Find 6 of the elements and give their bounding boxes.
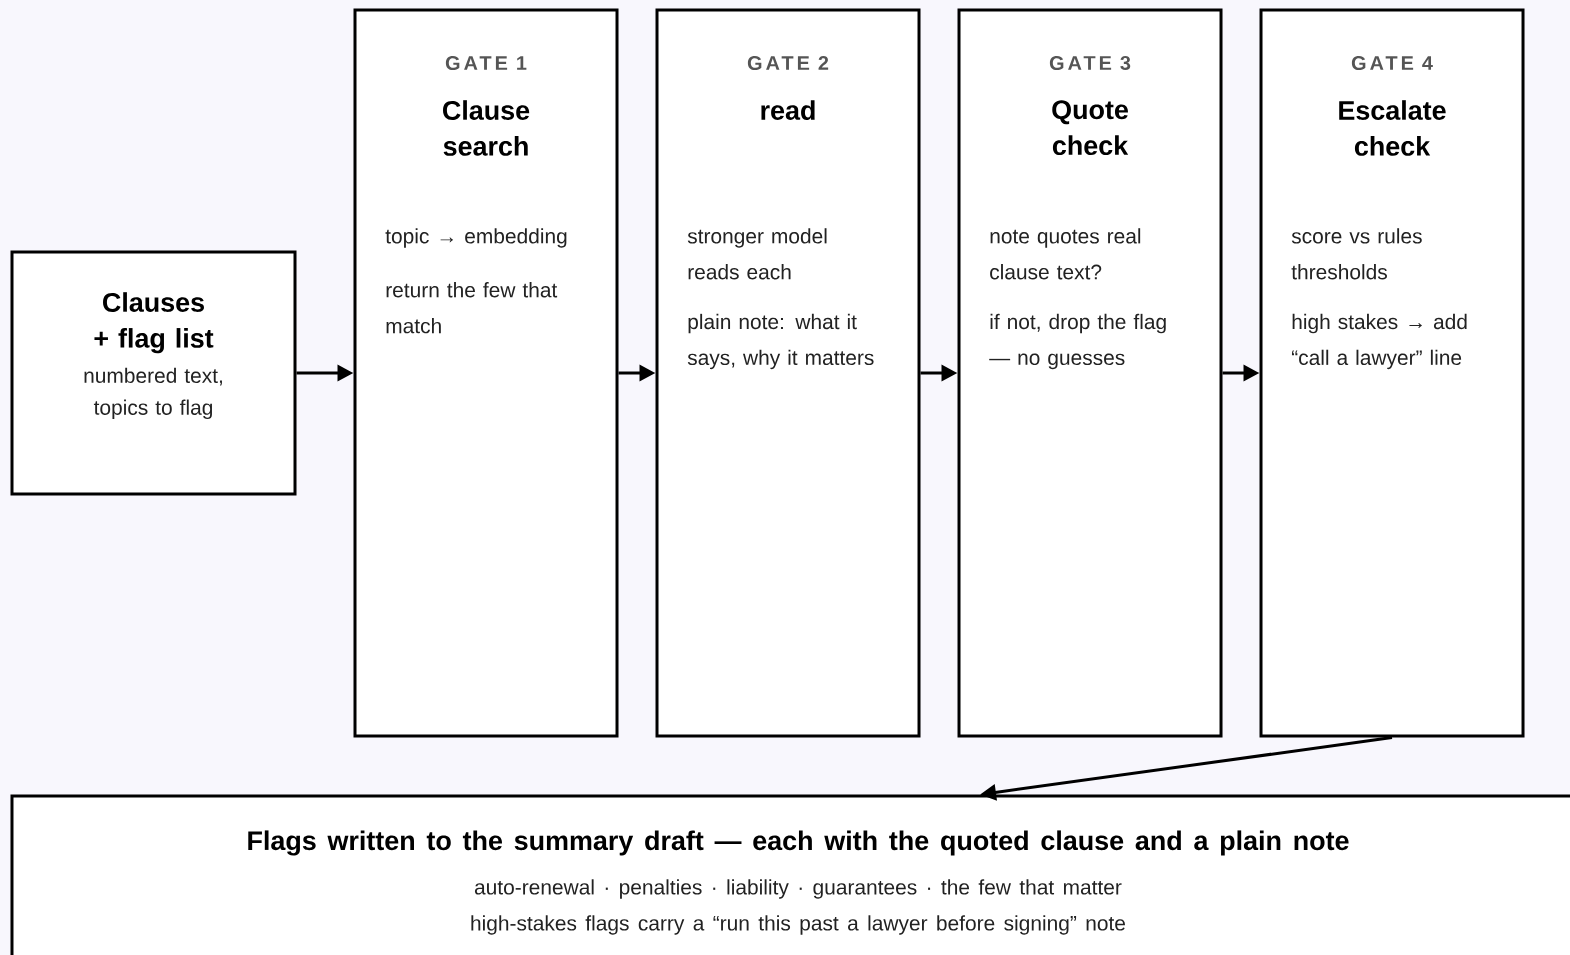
gate-box: GATE 1 Clause search topic → embedding return the few that match — [353, 8, 619, 738]
gate-box: GATE 4 Escalate check score vs rules thresholds high stakes → add “call a lawyer” line — [1259, 8, 1525, 738]
gate-box: GATE 3 Quote check note quotes real clause text? if not, drop the flag — no guesses — [957, 8, 1223, 738]
output-box: Flags written to the summary draft — each with the quoted clause and a plain note auto-renewal · penalties · liability · guarantees · the few that matter high-stakes flags carry a “run this past a lawyer before signing” note — [10, 794, 1570, 955]
gate-box: GATE 2 read stronger model reads each plain note: what it says, why it matters — [655, 8, 921, 738]
input-box: Clauses + flag list numbered text, topics to flag — [10, 250, 297, 496]
